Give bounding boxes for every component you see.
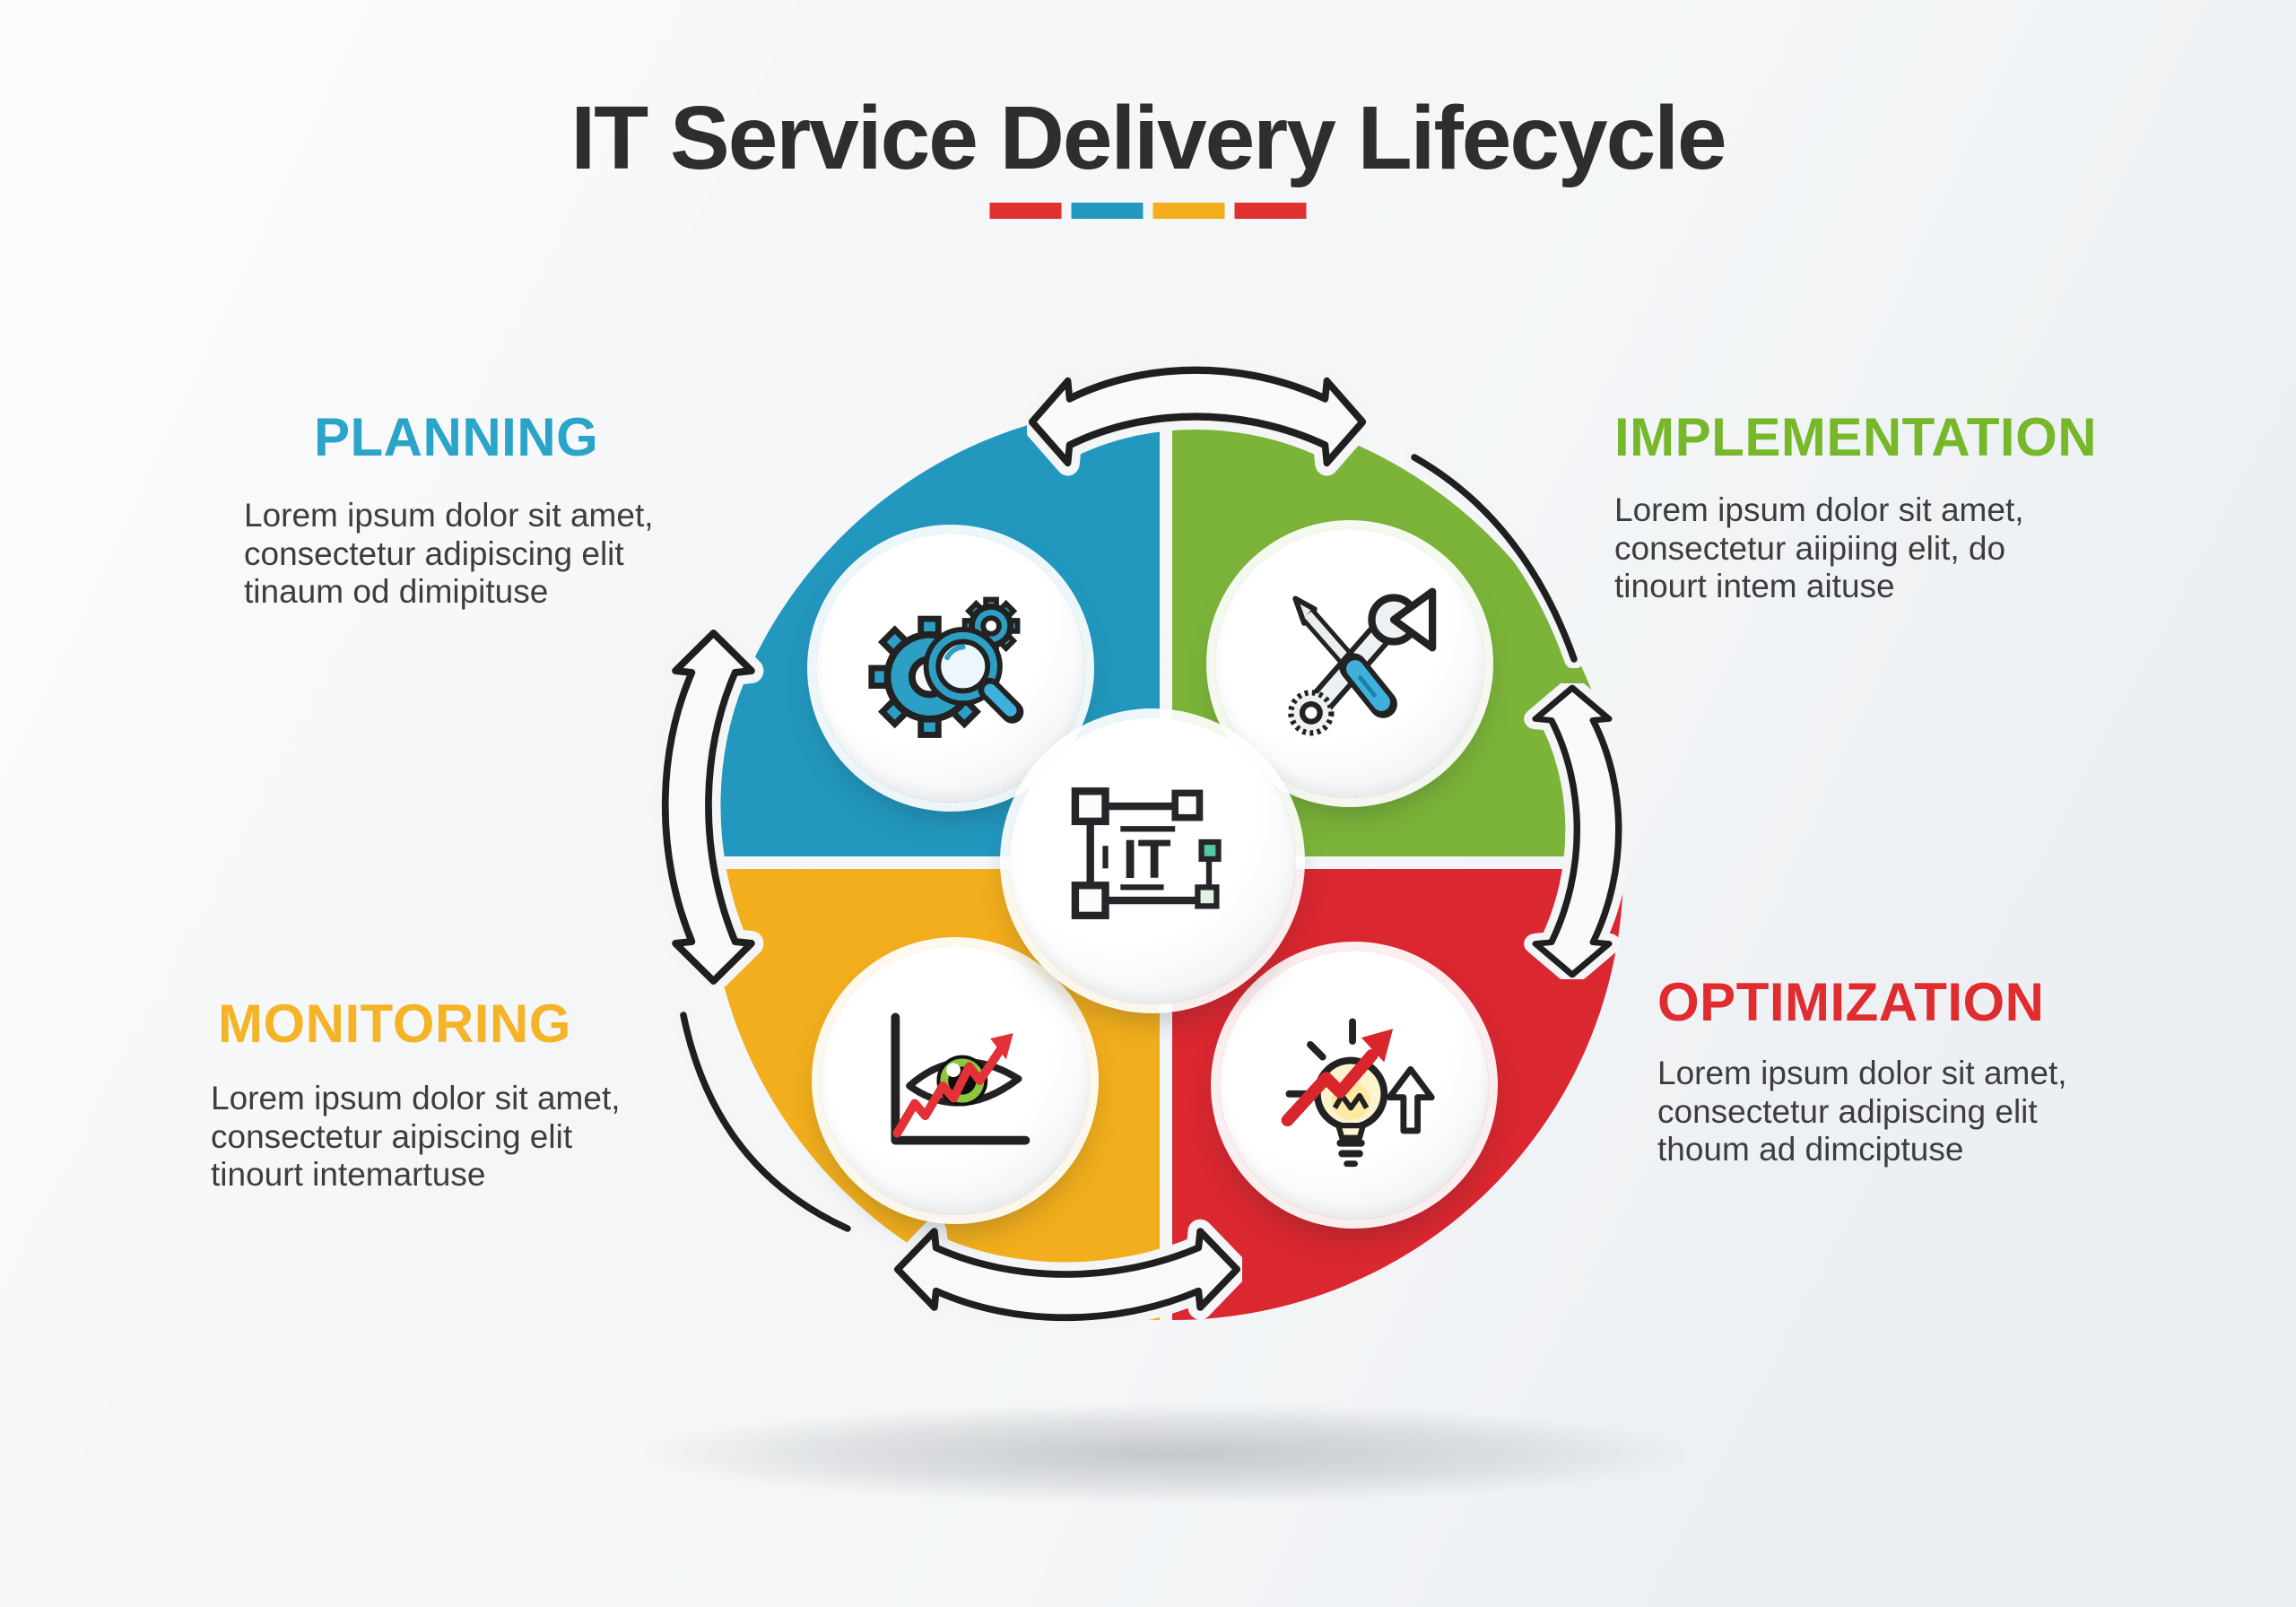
section-heading-monitoring: MONITORING bbox=[218, 994, 571, 1054]
section-description-monitoring: Lorem ipsum dolor sit amet, consectetur … bbox=[211, 1080, 621, 1194]
title-underline bbox=[989, 203, 1307, 219]
cycle-arrow-left-icon bbox=[653, 628, 764, 986]
gear-magnifier-icon bbox=[868, 596, 1024, 738]
icon-circle-implementation bbox=[1215, 529, 1484, 798]
underline-segment-yellow bbox=[1152, 203, 1225, 219]
section-implementation: IMPLEMENTATION Lorem ipsum dolor sit ame… bbox=[1614, 407, 2098, 606]
underline-segment-red-2 bbox=[1234, 203, 1307, 219]
cycle-arrow-right-icon bbox=[1524, 683, 1631, 979]
section-heading-planning: PLANNING bbox=[314, 407, 599, 467]
icon-circle-planning bbox=[816, 534, 1085, 803]
section-heading-implementation: IMPLEMENTATION bbox=[1614, 407, 2098, 467]
it-blueprint-icon: IT bbox=[1071, 787, 1222, 920]
underline-segment-blue bbox=[1071, 203, 1144, 219]
eye-analytics-icon bbox=[891, 1012, 1031, 1145]
page-title: IT Service Delivery Lifecycle bbox=[570, 88, 1726, 188]
center-label: IT bbox=[1123, 829, 1171, 890]
center-circle: IT bbox=[1009, 717, 1296, 1004]
cycle-arrow-bottom-icon bbox=[892, 1219, 1242, 1330]
section-description-implementation: Lorem ipsum dolor sit amet, consectetur … bbox=[1614, 491, 2024, 605]
underline-segment-red-1 bbox=[989, 203, 1062, 219]
icon-circle-monitoring bbox=[821, 946, 1090, 1215]
icon-circle-optimization bbox=[1220, 951, 1489, 1220]
section-optimization: OPTIMIZATION Lorem ipsum dolor sit amet,… bbox=[1657, 976, 2133, 1169]
section-planning: PLANNING Lorem ipsum dolor sit amet, con… bbox=[244, 411, 692, 612]
section-monitoring: MONITORING Lorem ipsum dolor sit amet, c… bbox=[211, 997, 659, 1194]
section-heading-optimization: OPTIMIZATION bbox=[1657, 972, 2045, 1032]
lightbulb-growth-icon bbox=[1281, 1018, 1435, 1168]
section-description-optimization: Lorem ipsum dolor sit amet, consectetur … bbox=[1657, 1055, 2067, 1168]
wrench-screwdriver-icon bbox=[1288, 587, 1437, 736]
ground-shadow bbox=[646, 1404, 1686, 1503]
section-description-planning: Lorem ipsum dolor sit amet, consectetur … bbox=[244, 497, 654, 611]
lifecycle-wheel: IT bbox=[709, 405, 1623, 1320]
cycle-arrow-top-icon bbox=[1027, 357, 1368, 476]
